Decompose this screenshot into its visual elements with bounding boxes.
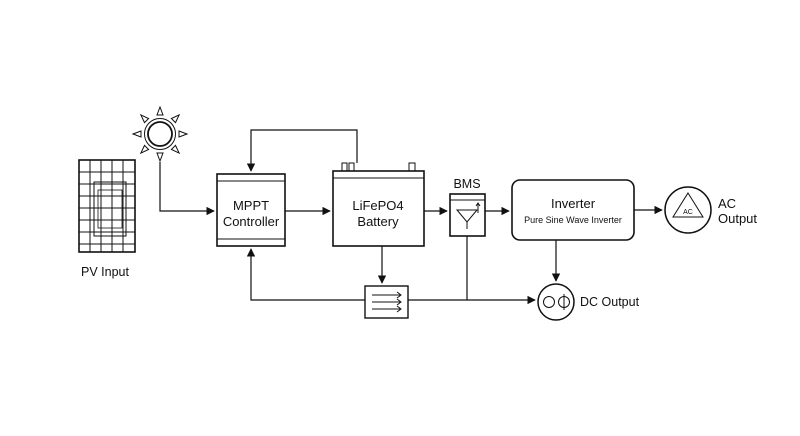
ac-output-label-line2: Output [718,211,757,226]
dc-output-icon [537,283,575,321]
mppt-controller-box [216,173,286,247]
connectors [159,129,663,305]
inverter-subtitle: Pure Sine Wave Inverter [524,215,622,225]
pv-input-label: PV Input [81,265,129,279]
charger-box [364,285,409,319]
bms-box [449,193,486,237]
mppt-label-line1: MPPT [233,198,269,213]
mppt-label-line2: Controller [223,214,280,229]
ac-symbol-label: AC [683,209,693,216]
dc-output-label: DC Output [580,295,640,309]
ac-output-icon [664,186,712,234]
solar-panel-icon [78,159,136,253]
ac-output-label-line1: AC [718,196,736,211]
bms-label: BMS [453,177,480,191]
sun-icon [131,105,189,163]
inverter-title: Inverter [551,196,596,211]
battery-label-line1: LiFePO4 [352,198,403,213]
bms-switch-icon [455,202,481,229]
battery-label-line2: Battery [357,214,399,229]
battery-box [332,162,425,247]
